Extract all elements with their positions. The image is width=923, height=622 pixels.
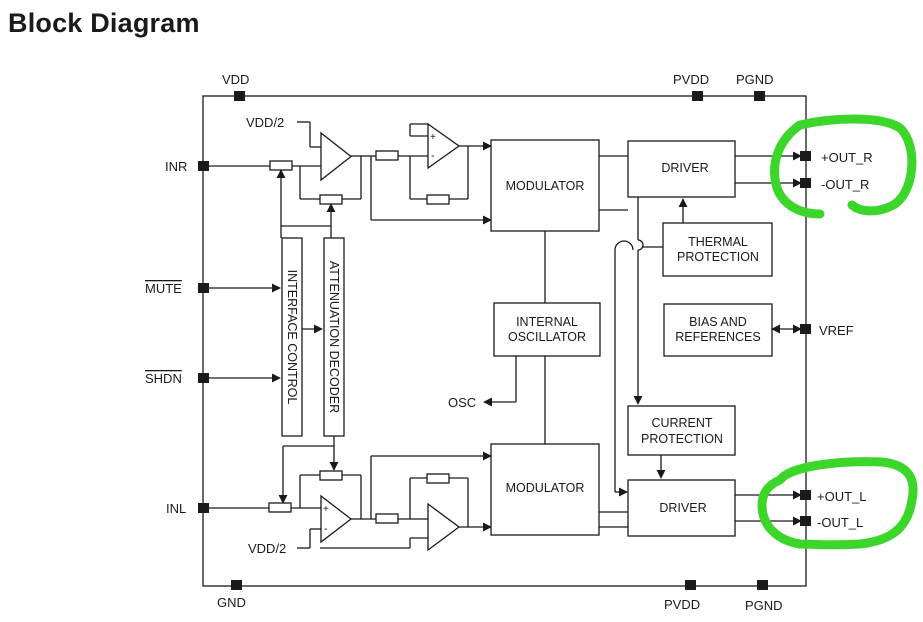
interface-control-block: [281, 237, 303, 437]
label-vdd-half-bottom: VDD/2: [248, 541, 286, 556]
resistor-fb-top-2: [426, 194, 450, 205]
opamp-bottom-1-minus: -: [324, 523, 328, 535]
opamp-top-2: [427, 122, 461, 170]
pin-mute: [198, 283, 209, 293]
modulator-top-block: [490, 139, 600, 232]
pin-out-l-plus: [800, 490, 811, 500]
resistor-inl: [268, 502, 292, 513]
oscillator-label-line2: OSCILLATOR: [508, 330, 586, 344]
label-vdd-half-top: VDD/2: [246, 115, 284, 130]
interface-control-label: INTERFACE CONTROL: [285, 270, 299, 405]
opamp-bottom-1: [320, 494, 353, 544]
label-pgnd-top: PGND: [736, 72, 774, 87]
resistor-fb-bottom-1: [319, 470, 343, 481]
label-out-r-plus: +OUT_R: [821, 150, 873, 165]
pin-inl: [198, 503, 209, 513]
label-vdd-top: VDD: [222, 72, 249, 87]
opamp-top-2-minus: -: [431, 150, 435, 162]
pin-inr: [198, 161, 209, 171]
thermal-label-line1: THERMAL: [688, 235, 748, 249]
chip-outline: [202, 95, 807, 587]
label-shdn: SHDN: [145, 371, 182, 386]
label-inl: INL: [166, 501, 186, 516]
pin-vdd-top: [234, 91, 245, 101]
internal-oscillator-block: [493, 302, 601, 357]
pin-out-r-minus: [800, 178, 811, 188]
label-out-l-minus: -OUT_L: [817, 515, 863, 530]
bias-label-line2: REFERENCES: [675, 330, 760, 344]
attenuation-decoder-label: ATTENUATION DECODER: [327, 261, 341, 413]
driver-bottom-block: [627, 479, 736, 537]
current-label-line1: CURRENT: [651, 416, 712, 430]
label-out-r-minus: -OUT_R: [821, 177, 869, 192]
pin-vref: [800, 324, 811, 334]
label-gnd-bottom: GND: [217, 595, 246, 610]
resistor-inr: [269, 160, 293, 171]
pin-gnd-bottom: [231, 580, 242, 590]
thermal-protection-block: [662, 222, 773, 277]
label-osc: OSC: [448, 395, 476, 410]
label-mute: MUTE: [145, 281, 182, 296]
current-label-line2: PROTECTION: [641, 432, 723, 446]
pin-pvdd-bottom: [685, 580, 696, 590]
thermal-label-line2: PROTECTION: [677, 250, 759, 264]
label-out-l-plus: +OUT_L: [817, 489, 867, 504]
label-pvdd-top: PVDD: [673, 72, 709, 87]
resistor-series-bottom: [375, 513, 399, 524]
current-protection-block: [627, 405, 736, 456]
bias-references-block: [663, 303, 773, 357]
pin-pvdd-top: [692, 91, 703, 101]
highlight-out-l: [757, 457, 918, 550]
label-pgnd-bottom: PGND: [745, 598, 783, 613]
pin-pgnd-top: [754, 91, 765, 101]
pin-out-l-minus: [800, 516, 811, 526]
pin-pgnd-bottom: [757, 580, 768, 590]
bias-label-line1: BIAS AND: [689, 315, 747, 329]
driver-bottom-label: DRIVER: [659, 501, 706, 515]
label-pvdd-bottom: PVDD: [664, 597, 700, 612]
opamp-bottom-2: [427, 502, 461, 552]
opamp-top-2-plus: +: [430, 132, 436, 143]
opamp-top-1: [320, 131, 353, 182]
driver-top-label: DRIVER: [661, 161, 708, 175]
resistor-fb-top-1: [319, 194, 343, 205]
pin-out-r-plus: [800, 151, 811, 161]
pin-shdn: [198, 373, 209, 383]
highlight-out-r: [770, 114, 917, 219]
driver-top-block: [627, 140, 736, 198]
modulator-top-label: MODULATOR: [506, 179, 585, 193]
label-inr: INR: [165, 159, 187, 174]
modulator-bottom-label: MODULATOR: [506, 481, 585, 495]
page-title: Block Diagram: [8, 8, 200, 38]
resistor-series-top: [375, 150, 399, 161]
resistor-fb-bottom-2: [426, 473, 450, 484]
oscillator-label-line1: INTERNAL: [516, 315, 578, 329]
opamp-bottom-1-plus: +: [323, 504, 329, 515]
label-vref: VREF: [819, 323, 854, 338]
modulator-bottom-block: [490, 443, 600, 536]
